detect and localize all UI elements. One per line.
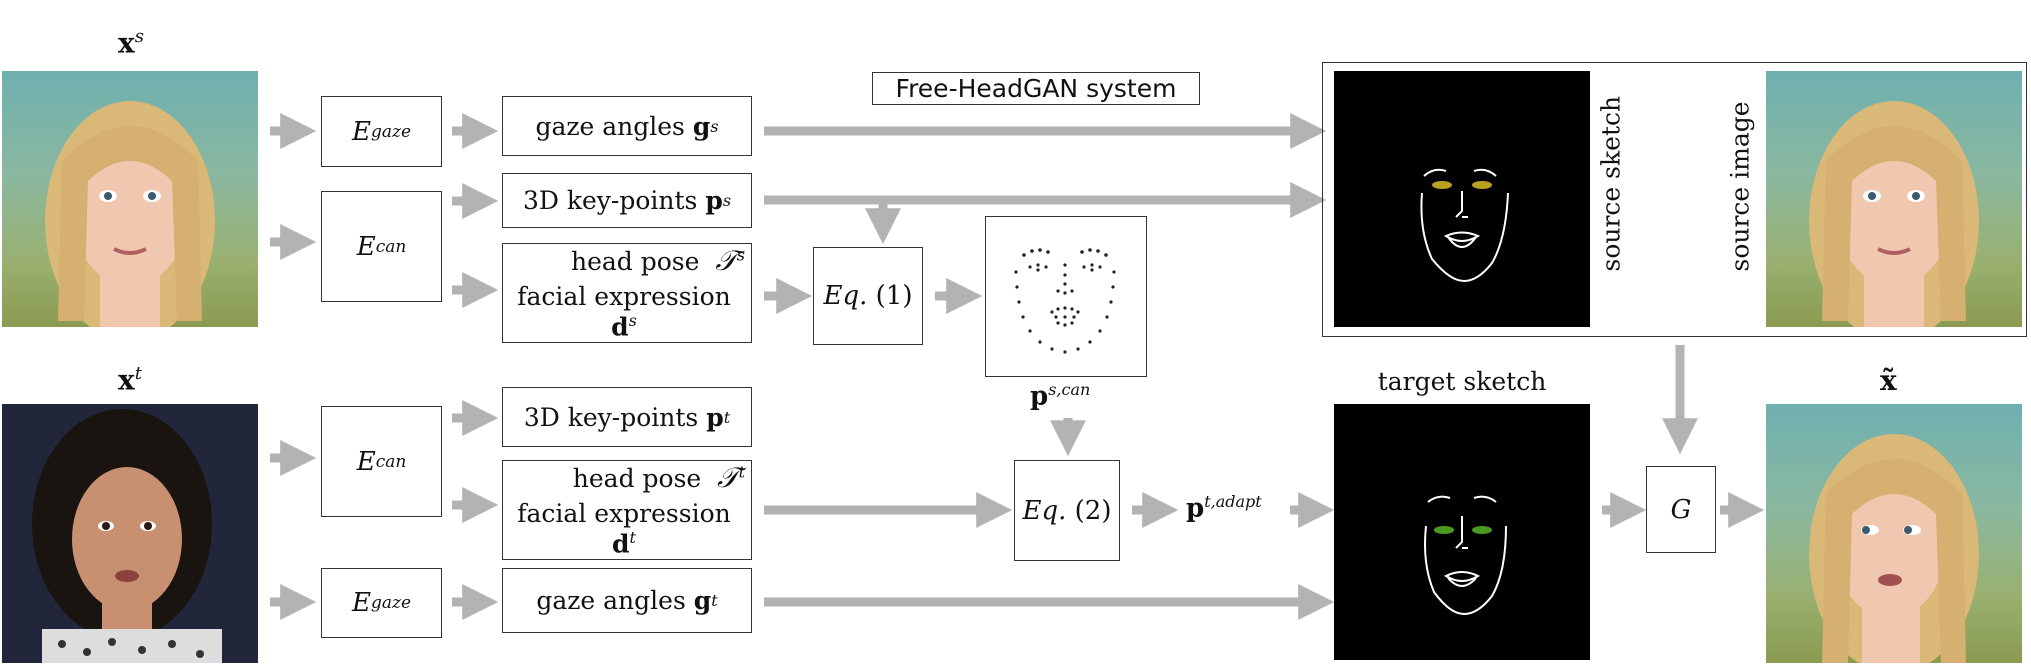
target-face-sketch-icon <box>1424 495 1507 616</box>
source-image-label: xs <box>118 26 144 60</box>
blonde-woman-icon <box>45 101 215 327</box>
face-dots-icon <box>1014 248 1116 354</box>
canonical-keypoints-image <box>985 216 1147 377</box>
blonde-woman-icon-2 <box>1809 101 1979 327</box>
target-sketch-image <box>1334 404 1590 660</box>
pose-expression-target-box: head pose 𝒯t facial expression dt <box>502 460 752 560</box>
facial-expression-source-line: facial expression ds <box>517 282 731 342</box>
source-sketch-label: source sketch <box>1596 95 1626 272</box>
head-pose-source-line: head pose 𝒯s <box>570 244 745 278</box>
target-face-photo <box>2 404 258 663</box>
source-image-display <box>1766 71 2022 327</box>
adapted-keypoints-label: pt,adapt <box>1186 492 1262 524</box>
source-image-rot-label: source image <box>1725 101 1755 272</box>
source-face-photo <box>2 71 258 327</box>
target-sketch-label: target sketch <box>1377 367 1547 396</box>
target-image-label: xt <box>118 363 142 397</box>
output-image-label: x̃ <box>1880 364 1897 397</box>
system-title: Free-HeadGAN system <box>872 72 1200 105</box>
facial-expression-target-line: facial expression dt <box>517 499 731 559</box>
source-display-frame <box>1322 62 2027 337</box>
reenacted-face-icon <box>1809 434 1979 663</box>
equation-2-box: Eq. (2) <box>1014 460 1120 561</box>
output-face-photo <box>1766 404 2022 663</box>
equation-1-box: Eq. (1) <box>813 247 923 345</box>
generator-box: G <box>1646 466 1716 553</box>
head-pose-target-line: head pose 𝒯t <box>572 461 745 495</box>
source-sketch-image <box>1334 71 1590 327</box>
canonical-keypoints-label: ps,can <box>1030 380 1091 412</box>
dark-hair-woman-icon <box>32 409 222 663</box>
source-face-sketch-icon <box>1420 168 1509 283</box>
pose-expression-source-box: head pose 𝒯s facial expression ds <box>502 243 752 343</box>
